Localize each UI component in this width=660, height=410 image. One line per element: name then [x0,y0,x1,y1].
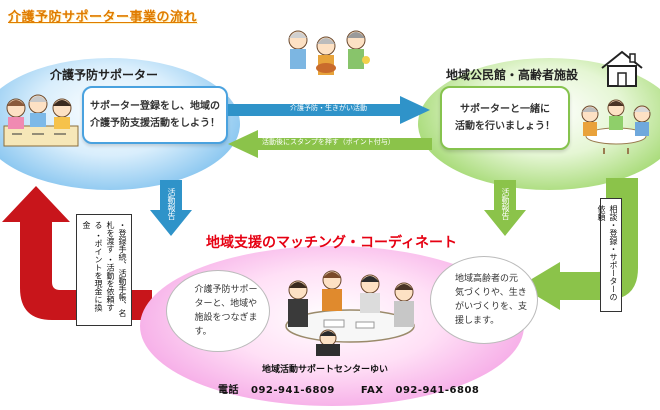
right-card-line: サポーターと一緒に [460,104,550,115]
house-icon [601,50,643,87]
left-card-line: サポーター登録をし、地域の [90,101,220,112]
contact-line: 電話 092-941-6809 FAX 092-941-6808 [218,381,479,396]
org-name: 地域活動サポートセンターゆい [262,365,389,375]
left-node-heading: 介護予防サポーター [50,68,159,82]
left-support-item: ・活動を依頼する [94,221,115,312]
arrow-report-right-label: 活動報告 [501,188,510,220]
arrow-stamp-left [228,130,432,158]
arrow-activity-right [228,96,430,124]
right-node-card: サポーターと一緒に 活動を行いましょう！ [440,86,570,150]
arrow-stamp-label: 活動後にスタンプを押す（ポイント付与） [262,138,395,146]
left-support-list: ・登録手続、活動手帳、名札を渡す ・活動を依頼する ・ポイントを現金に換金 [76,214,132,326]
supporters-illustration [3,94,79,147]
arrow-support-up-left [2,186,152,320]
bubble-right-line: 気づくりや、生き [454,288,527,298]
activity-illustration [288,30,370,75]
bubble-right-line: がいづくりを、支 [454,302,527,312]
fax-number: 092-941-6808 [395,385,480,396]
fax-label: FAX [360,385,384,396]
arrow-consult-down-left [520,178,638,310]
left-support-item: ・登録手続、活動手帳、名札を渡す [106,221,127,317]
arrow-report-left-down [150,180,192,236]
bubble-left-line: 施設をつなぎま [194,313,258,323]
bubble-left-line: ターと、地域や [194,299,258,309]
right-support-box: 相談・登録・サポーターの依頼 [597,198,622,312]
phone-number: 092-941-6809 [250,385,335,396]
meeting-illustration [285,270,415,356]
bubble-right-line: 地域高齢者の元 [454,274,518,284]
right-node-heading: 地域公民館・高齢者施設 [446,68,579,82]
left-card-line: 介護予防支援活動をしよう！ [90,118,220,129]
center-bubble-right: 地域高齢者の元 気づくりや、生き がいづくりを、支 援します。 [430,256,538,344]
arrow-report-right-down [484,180,526,236]
center-title: 地域支援のマッチング・コーディネート [206,235,458,251]
right-card-line: 活動を行いましょう！ [455,121,555,132]
arrow-activity-label: 介護予防・生きがい活動 [290,104,367,112]
bubble-right-line: 援します。 [454,316,500,326]
page-title: 介護予防サポーター事業の流れ [8,10,198,25]
phone-label: 電話 [218,385,239,396]
bubble-left-line: す。 [194,327,212,337]
right-support-text: 相談・登録・サポーターの依頼 [597,205,618,301]
left-support-item: ・ポイントを現金に換金 [82,221,103,312]
bubble-left-line: 介護予防サポー [194,285,258,295]
arrow-report-left-label: 活動報告 [167,188,176,220]
left-node-card: サポーター登録をし、地域の 介護予防支援活動をしよう！ [82,86,228,144]
elderly-illustration [581,99,651,154]
center-bubble-left: 介護予防サポー ターと、地域や 施設をつなぎま す。 [166,270,270,352]
